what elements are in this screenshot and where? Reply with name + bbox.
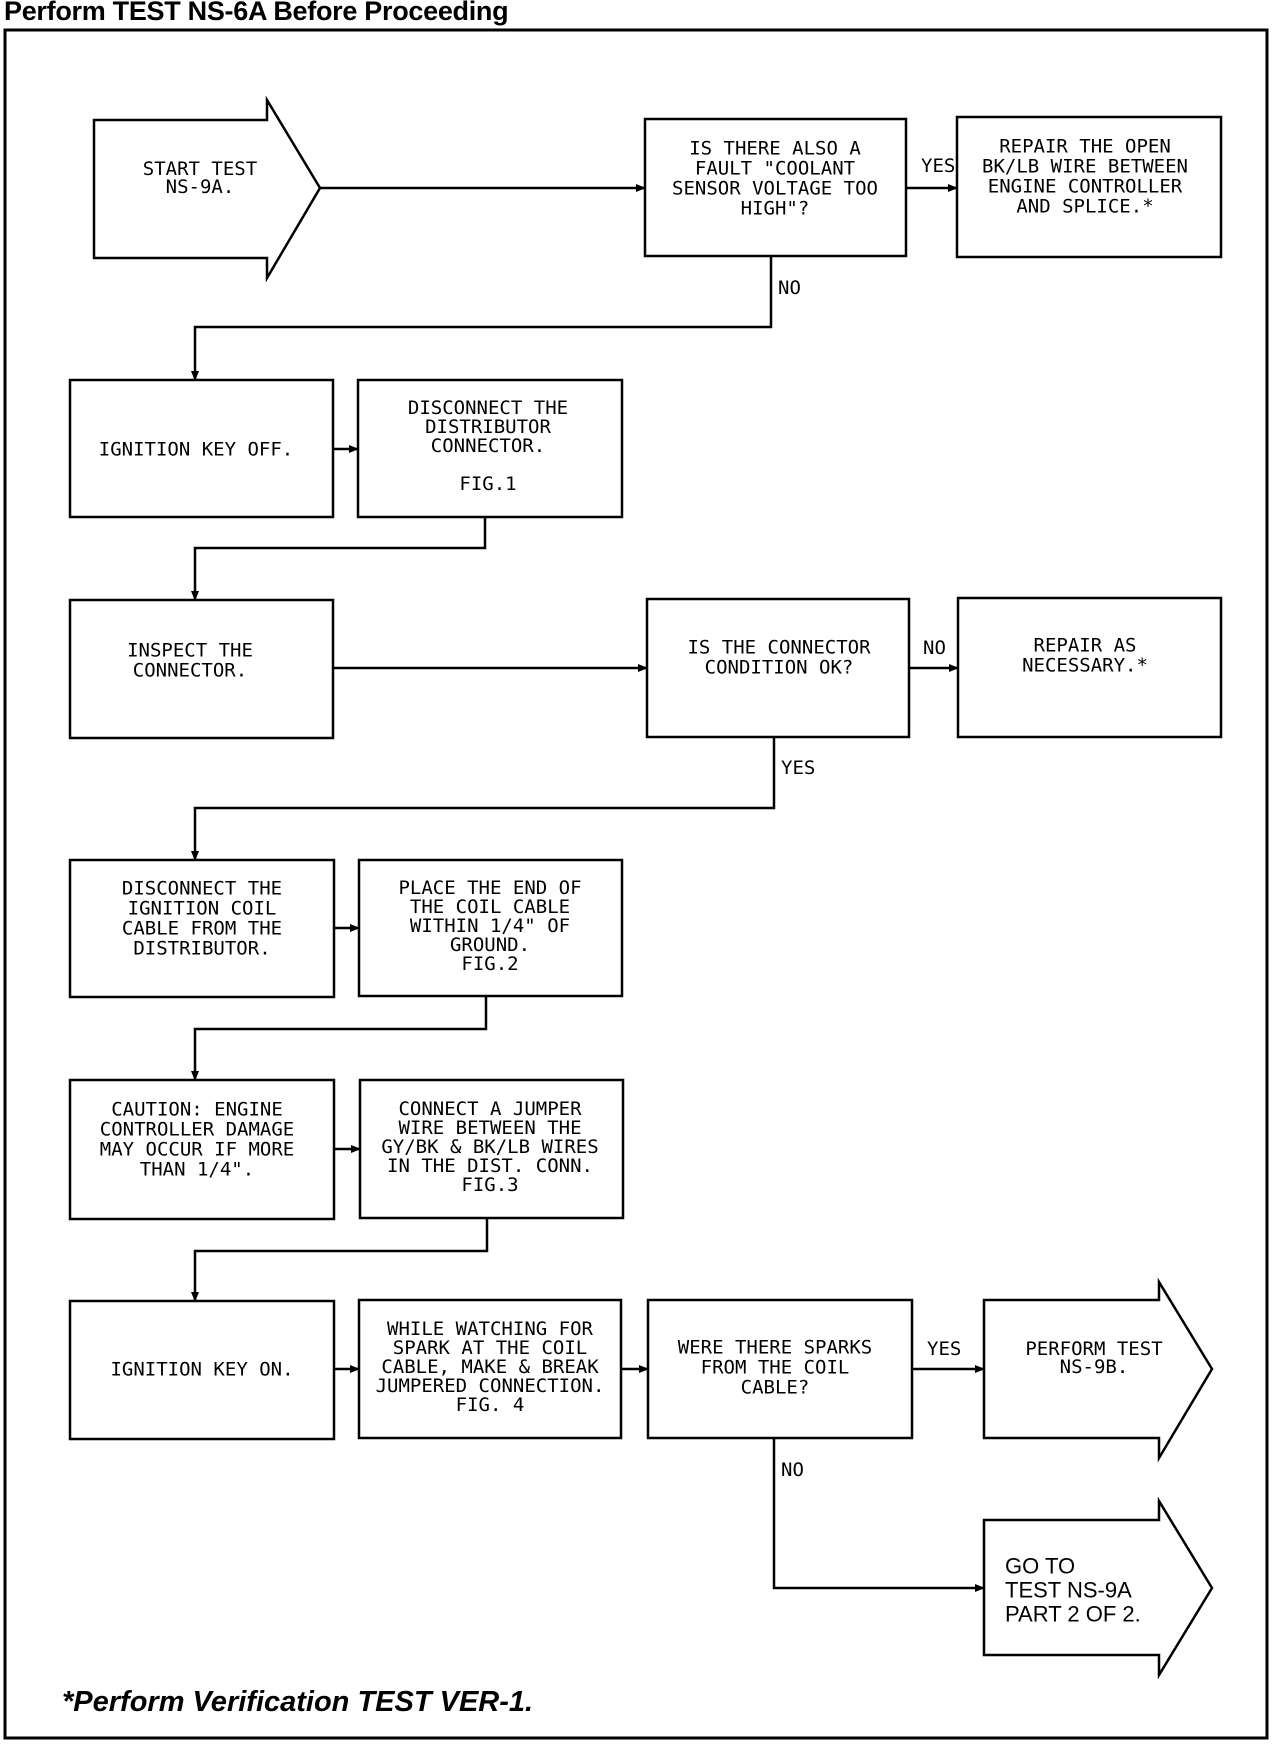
disconnect-coil-cable-text-line: DISTRIBUTOR. (133, 937, 270, 959)
edge-label-condition-yes: YES (781, 757, 815, 779)
connect-jumper-text-line: WIRE BETWEEN THE (398, 1117, 581, 1139)
connectors (191, 184, 985, 1592)
disconnect-distributor-text-line: CONNECTOR. (431, 435, 545, 457)
disconnect-coil-cable-text-line: DISCONNECT THE (122, 877, 282, 899)
repair-open-wire-text-line: ENGINE CONTROLLER (988, 175, 1183, 197)
repair-open-wire-text-line: REPAIR THE OPEN (999, 135, 1171, 157)
repair-as-necessary-text-line: NECESSARY.* (1022, 654, 1148, 676)
ignition-key-on-text-line: IGNITION KEY ON. (110, 1358, 293, 1380)
disconnect-distributor-text-line: DISCONNECT THE (408, 397, 568, 419)
place-cable-end-text-line: GROUND. (450, 934, 530, 956)
caution-text-line: CAUTION: ENGINE (111, 1098, 283, 1120)
decision-coolant-fault-text-line: IS THERE ALSO A (689, 137, 861, 159)
caution-text-line: MAY OCCUR IF MORE (100, 1138, 294, 1160)
edge-label-coolant-no: NO (778, 277, 801, 299)
connect-jumper-text-line: IN THE DIST. CONN. (387, 1155, 593, 1177)
watch-for-spark-text-line: SPARK AT THE COIL (393, 1337, 587, 1359)
decision-coolant-fault-text-line: HIGH"? (741, 197, 810, 219)
ignition-key-off-box: IGNITION KEY OFF. (68, 378, 335, 519)
perform-ns9b-text-line: PERFORM TEST (1025, 1338, 1162, 1360)
place-cable-end-text-line: THE COIL CABLE (410, 896, 570, 918)
ignition-key-on-text: IGNITION KEY ON. (110, 1358, 293, 1380)
ignition-key-on-box: IGNITION KEY ON. (68, 1299, 336, 1441)
inspect-connector-text-line: INSPECT THE (127, 639, 253, 661)
goto-ns9a-part2-text-line: TEST NS-9A (1005, 1578, 1132, 1603)
goto-ns9a-part2-text-line: PART 2 OF 2. (1005, 1602, 1141, 1627)
start-node-text-line: NS-9A. (166, 176, 235, 198)
edge-label-condition-no: NO (923, 637, 946, 659)
disconnect-coil-cable-text-line: IGNITION COIL (128, 897, 277, 919)
watch-for-spark-text-line: WHILE WATCHING FOR (387, 1318, 593, 1340)
decision-coolant-fault-text-line: SENSOR VOLTAGE TOO (672, 177, 878, 199)
perform-ns9b-text-line: NS-9B. (1060, 1356, 1129, 1378)
place-cable-end-text-line: FIG.2 (461, 953, 518, 975)
ignition-key-off-text: IGNITION KEY OFF. (99, 438, 293, 460)
connect-jumper-text-line: FIG.3 (461, 1174, 518, 1196)
place-cable-end-text-line: PLACE THE END OF (398, 877, 581, 899)
disconnect-distributor-text-line: DISTRIBUTOR (425, 416, 551, 438)
repair-open-wire-text-line: AND SPLICE.* (1016, 195, 1153, 217)
watch-for-spark-text-line: FIG. 4 (456, 1394, 525, 1416)
decision-connector-condition-text-line: CONDITION OK? (705, 656, 854, 678)
goto-ns9a-part2-text-line: GO TO (1005, 1554, 1075, 1579)
edge-label-coolant-yes: YES (921, 155, 955, 177)
edge-label-sparks-yes: YES (927, 1338, 961, 1360)
connect-jumper-text-line: CONNECT A JUMPER (398, 1098, 582, 1120)
place-cable-end-text-line: WITHIN 1/4" OF (410, 915, 570, 937)
disconnect-coil-cable-text-line: CABLE FROM THE (122, 917, 282, 939)
disconnect-distributor-text-line: FIG.1 (459, 473, 516, 495)
watch-for-spark-text-line: JUMPERED CONNECTION. (376, 1375, 605, 1397)
caution-text-line: THAN 1/4". (140, 1158, 254, 1180)
repair-open-wire-text-line: BK/LB WIRE BETWEEN (982, 155, 1188, 177)
page-title: Perform TEST NS-6A Before Proceeding (4, 0, 509, 26)
decision-sparks-text-line: CABLE? (741, 1376, 810, 1398)
inspect-connector-text-line: CONNECTOR. (133, 659, 247, 681)
edge-label-sparks-no: NO (781, 1459, 804, 1481)
verification-footnote: *Perform Verification TEST VER-1. (62, 1686, 534, 1718)
ignition-key-off-text-line: IGNITION KEY OFF. (99, 438, 293, 460)
decision-sparks-text-line: FROM THE COIL (701, 1356, 850, 1378)
start-node-text-line: START TEST (143, 158, 257, 180)
repair-as-necessary-text-line: REPAIR AS (1034, 634, 1137, 656)
decision-coolant-fault-text-line: FAULT "COOLANT (695, 157, 855, 179)
watch-for-spark-text-line: CABLE, MAKE & BREAK (381, 1356, 599, 1378)
connect-jumper-text-line: GY/BK & BK/LB WIRES (381, 1136, 598, 1158)
diagram-frame (3, 28, 1269, 1740)
decision-connector-condition-text-line: IS THE CONNECTOR (687, 636, 871, 658)
decision-sparks-text-line: WERE THERE SPARKS (678, 1336, 872, 1358)
caution-text-line: CONTROLLER DAMAGE (100, 1118, 294, 1140)
